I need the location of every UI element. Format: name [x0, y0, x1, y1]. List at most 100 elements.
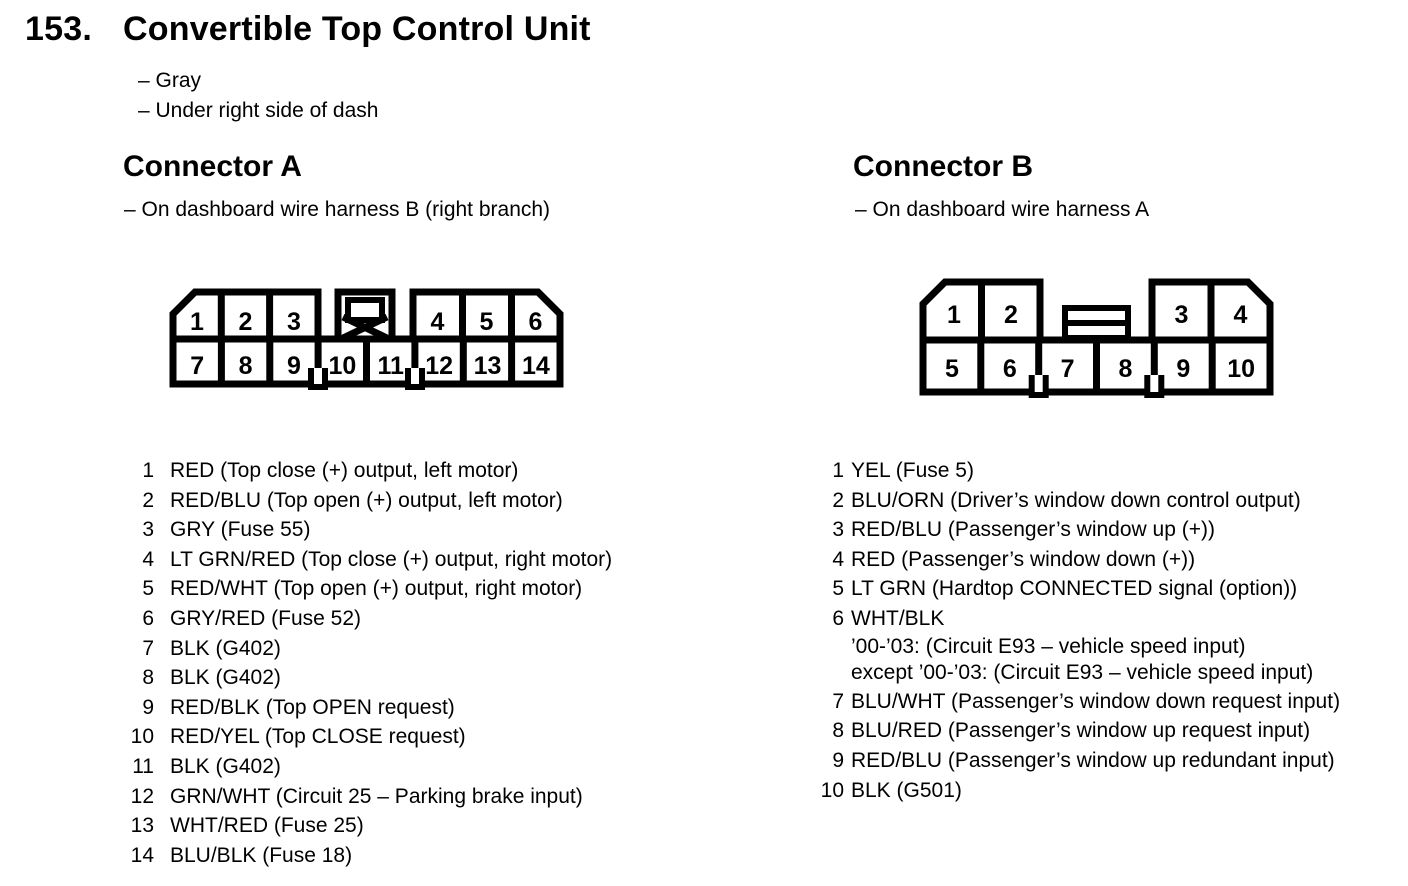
pin-description: BLU/WHT (Passenger’s window down request…: [851, 687, 1340, 717]
pin-description-main: RED/BLU (Passenger’s window up redundant…: [851, 748, 1335, 772]
connector-b-heading: Connector B: [853, 150, 1033, 183]
pin-number: 6: [832, 606, 844, 630]
pin-description-subline: ’00-’03: (Circuit E93 – vehicle speed in…: [851, 634, 1246, 658]
connector-pin-number: 1: [947, 301, 961, 329]
pin-description-main: RED/WHT (Top open (+) output, right moto…: [170, 577, 583, 601]
pin-number: 5: [142, 577, 154, 601]
pin-description-main: LT GRN (Hardtop CONNECTED signal (option…: [851, 577, 1298, 601]
pin-number: 9: [142, 695, 154, 719]
pin-row: 12 GRN/WHT (Circuit 25 – Parking brake in…: [120, 782, 612, 812]
pin-description: RED/WHT (Top open (+) output, right moto…: [170, 574, 582, 604]
connector-pin-number: 9: [1176, 355, 1190, 383]
pin-number: 3: [832, 518, 844, 542]
connector-pin-number: 14: [522, 352, 550, 380]
connector-pin-number: 11: [377, 352, 404, 380]
pin-number: 10: [820, 778, 844, 802]
pin-row: 3 GRY (Fuse 55): [120, 515, 612, 545]
pin-row: 2 BLU/ORN (Driver’s window down control o…: [810, 486, 1340, 516]
pin-description-main: GRY (Fuse 55): [170, 518, 311, 542]
connector-a-top-right-block: [409, 288, 564, 343]
pin-description-main: GRY/RED (Fuse 52): [170, 606, 361, 630]
pin-number: 3: [142, 518, 154, 542]
pin-number: 4: [142, 547, 154, 571]
pin-description-main: WHT/RED (Fuse 25): [170, 814, 364, 838]
pin-description: BLU/BLK (Fuse 18): [170, 841, 352, 871]
pin-description-main: GRN/WHT (Circuit 25 – Parking brake inpu…: [170, 784, 583, 808]
connector-pin-number: 4: [431, 308, 445, 336]
pin-description-subline: except ’00-’03: (Circuit E93 – vehicle s…: [851, 661, 1314, 685]
pin-number: 9: [832, 748, 844, 772]
pin-description: BLK (G501): [851, 776, 962, 806]
pin-description: RED (Passenger’s window down (+)): [851, 545, 1195, 575]
connector-pin-number: 3: [287, 308, 301, 336]
connector-pin-number: 8: [1118, 355, 1132, 383]
connector-a-bottom-dividers: [217, 339, 516, 384]
connector-a-note: – On dashboard wire harness B (right bra…: [124, 198, 551, 221]
pin-number: 8: [832, 719, 844, 743]
connector-pin-number: 7: [190, 352, 204, 380]
pin-description-main: BLK (G501): [851, 778, 962, 802]
pin-description: BLK (G402): [170, 663, 281, 693]
pin-row: 5 RED/WHT (Top open (+) output, right mot…: [120, 574, 612, 604]
pin-description-main: BLU/BLK (Fuse 18): [170, 843, 353, 867]
connector-pin-number: 12: [425, 352, 453, 380]
mounting-notch: [308, 368, 328, 390]
pin-description: RED/YEL (Top CLOSE request): [170, 722, 466, 752]
pin-number: 7: [142, 636, 154, 660]
pin-description: WHT/BLK ’00-’03: (Circuit E93 – vehicle s…: [851, 604, 1313, 687]
pin-description-main: WHT/BLK: [851, 606, 945, 630]
pin-description-main: RED/BLU (Top open (+) output, left motor…: [170, 488, 563, 512]
lock-tab-icon: [345, 297, 385, 323]
pin-row: 2 RED/BLU (Top open (+) output, left moto…: [120, 486, 612, 516]
connector-pin-number: 9: [287, 352, 301, 380]
connector-pin-number: 2: [239, 308, 253, 336]
pin-row: 3 RED/BLU (Passenger’s window up (+)): [810, 515, 1340, 545]
pin-number: 2: [142, 488, 154, 512]
connector-pin-number: 5: [480, 308, 494, 336]
pin-description: RED/BLU (Passenger’s window up (+)): [851, 515, 1215, 545]
pin-description-main: RED/BLK (Top OPEN request): [170, 695, 455, 719]
pin-description: RED (Top close (+) output, left motor): [170, 456, 518, 486]
connector-a-top-right-dividers: [459, 292, 515, 339]
connector-pin-number: 10: [1227, 355, 1255, 383]
pin-description: GRN/WHT (Circuit 25 – Parking brake inpu…: [170, 782, 583, 812]
connector-a-top-left-dividers: [217, 292, 274, 339]
pin-description: BLU/ORN (Driver’s window down control ou…: [851, 486, 1301, 516]
pin-row: 6 GRY/RED (Fuse 52): [120, 604, 612, 634]
pin-number: 2: [832, 488, 844, 512]
pin-description: RED/BLK (Top OPEN request): [170, 693, 455, 723]
pin-description-main: LT GRN/RED (Top close (+) output, right …: [170, 547, 613, 571]
pin-description-main: BLK (G402): [170, 754, 281, 778]
pin-description: LT GRN (Hardtop CONNECTED signal (option…: [851, 574, 1297, 604]
pin-description: BLK (G402): [170, 752, 281, 782]
pin-row: 9 RED/BLU (Passenger’s window up redundan…: [810, 746, 1340, 776]
pin-description: WHT/RED (Fuse 25): [170, 811, 364, 841]
pin-number: 12: [130, 784, 154, 808]
connector-pin-number: 6: [1003, 355, 1017, 383]
page-notes: – Gray – Under right side of dash: [138, 66, 378, 125]
connector-pin-number: 1: [190, 308, 204, 336]
pin-description: BLK (G402): [170, 634, 281, 664]
connector-a-top-left-block: [169, 288, 322, 343]
pin-description-main: BLU/ORN (Driver’s window down control ou…: [851, 488, 1301, 512]
pin-number: 11: [132, 754, 154, 778]
pin-number: 10: [130, 725, 154, 749]
pin-row: 10 BLK (G501): [810, 776, 1340, 806]
pin-description-main: BLK (G402): [170, 636, 281, 660]
section-number: 153.: [25, 10, 92, 48]
pin-description: YEL (Fuse 5): [851, 456, 974, 486]
pin-number: 6: [142, 606, 154, 630]
